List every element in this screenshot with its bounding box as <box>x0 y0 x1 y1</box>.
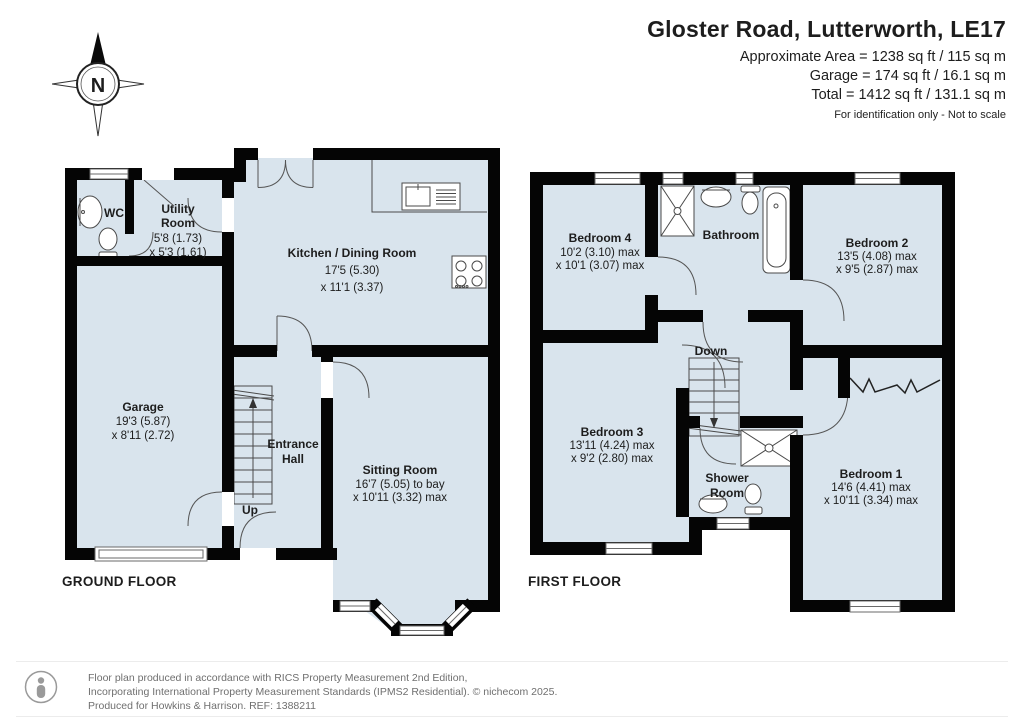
room-label-bedroom3: Bedroom 3 <box>581 425 644 439</box>
kitchen-counter <box>371 160 487 213</box>
ground-floor-windows <box>89 168 470 636</box>
footer-separator <box>16 661 1008 662</box>
room-dim-bedroom2-1: 13'5 (4.08) max <box>837 251 917 263</box>
room-dim-bedroom1-1: 14'6 (4.41) max <box>831 482 911 494</box>
room-dim-kitchen-1: 17'5 (5.30) <box>325 265 380 277</box>
room-dim-garage-1: 19'3 (5.87) <box>116 416 171 428</box>
first-floor-windows <box>594 172 901 613</box>
approximate-area: Approximate Area = 1238 sq ft / 115 sq m <box>739 49 1006 65</box>
footer-line-2: Incorporating International Property Mea… <box>88 686 558 698</box>
bathroom-shower-cubicle-icon <box>660 185 695 237</box>
wc-toilet-icon <box>98 227 118 259</box>
compass-north-label: N <box>91 75 105 97</box>
first-floor-door-arcs <box>657 256 849 465</box>
wc-sink-icon <box>77 195 103 229</box>
stairs-up-arrow-icon <box>249 398 257 408</box>
room-label-bathroom: Bathroom <box>703 228 760 242</box>
ground-floor-title: GROUND FLOOR <box>62 574 177 589</box>
room-label-bedroom4: Bedroom 4 <box>569 231 632 245</box>
room-dim-bedroom4-1: 10'2 (3.10) max <box>560 247 640 259</box>
scale-disclaimer: For identification only - Not to scale <box>834 109 1006 121</box>
bathroom-toilet-icon <box>740 185 761 215</box>
page-title: Gloster Road, Lutterworth, LE17 <box>647 16 1006 42</box>
room-label-bedroom1: Bedroom 1 <box>840 467 903 481</box>
svg-text:Room: Room <box>710 486 744 500</box>
room-dim-bedroom2-2: x 9'5 (2.87) max <box>836 264 918 276</box>
room-label-garage: Garage <box>122 400 164 414</box>
shower-tray-icon <box>740 429 798 467</box>
total-area: Total = 1412 sq ft / 131.1 sq m <box>811 87 1006 103</box>
room-dim-kitchen-2: x 11'1 (3.37) <box>321 282 384 294</box>
first-floor-plan: Bedroom 4 10'2 (3.10) max x 10'1 (3.07) … <box>528 172 955 613</box>
stairs-up-label: Up <box>242 503 258 517</box>
shower-room-sink-icon <box>698 494 728 514</box>
svg-text:Hall: Hall <box>282 452 304 466</box>
wardrobe-rail-icon <box>849 377 941 395</box>
room-dim-garage-2: x 8'11 (2.72) <box>112 430 175 442</box>
room-dim-sitting-2: x 10'11 (3.32) max <box>353 492 447 504</box>
header: Gloster Road, Lutterworth, LE17 Approxim… <box>647 16 1006 122</box>
room-label-entrance-hall: Entrance <box>267 437 319 451</box>
kitchen-sink-icon <box>401 182 461 211</box>
footer-line-1: Floor plan produced in accordance with R… <box>88 672 468 684</box>
room-label-kitchen: Kitchen / Dining Room <box>288 246 417 260</box>
ground-floor-plan: WC Utility Room 5'8 (1.73) x 5'3 (1.61) … <box>62 148 500 636</box>
room-label-wc: WC <box>104 206 124 220</box>
nichecom-logo-icon <box>24 670 58 704</box>
room-label-shower-room: Shower <box>705 471 749 485</box>
garage-area: Garage = 174 sq ft / 16.1 sq m <box>809 68 1006 84</box>
hob-icon <box>451 255 487 289</box>
garage-door <box>94 546 208 562</box>
room-dim-bedroom1-2: x 10'11 (3.34) max <box>824 495 918 507</box>
stairs-down-arrow-icon <box>710 418 718 428</box>
compass-circle <box>76 62 120 106</box>
shower-room-toilet-icon <box>744 483 763 515</box>
first-floor-labels: Bedroom 4 10'2 (3.10) max x 10'1 (3.07) … <box>528 228 918 589</box>
first-floor-title: FIRST FLOOR <box>528 574 621 589</box>
ground-floor-door-arcs <box>128 159 370 549</box>
stairs-down-label: Down <box>695 344 728 358</box>
footer-disclaimer: Floor plan produced in accordance with R… <box>88 671 557 713</box>
room-dim-bedroom4-2: x 10'1 (3.07) max <box>556 260 645 272</box>
room-label-sitting: Sitting Room <box>363 463 438 477</box>
room-dim-bedroom3-2: x 9'2 (2.80) max <box>571 453 653 465</box>
bottom-edge-line <box>16 716 1008 717</box>
compass-rose-icon: N <box>52 32 145 137</box>
room-dim-utility-1: 5'8 (1.73) <box>154 233 202 245</box>
bathtub-icon <box>762 186 791 274</box>
area-summary: Approximate Area = 1238 sq ft / 115 sq m… <box>647 48 1006 105</box>
footer-line-3: Produced for Howkins & Harrison. REF: 13… <box>88 700 316 712</box>
ground-floor-rooms-fill <box>77 158 488 632</box>
room-dim-sitting-1: 16'7 (5.05) to bay <box>355 479 444 491</box>
ground-floor-door-openings <box>142 168 333 560</box>
room-dim-bedroom3-1: 13'11 (4.24) max <box>569 440 654 452</box>
room-label-bedroom2: Bedroom 2 <box>846 236 909 250</box>
bathroom-sink-icon <box>700 186 732 208</box>
ground-floor-labels: WC Utility Room 5'8 (1.73) x 5'3 (1.61) … <box>62 202 447 589</box>
svg-text:Room: Room <box>161 216 195 230</box>
room-dim-utility-2: x 5'3 (1.61) <box>149 247 206 259</box>
room-label-utility: Utility <box>161 202 195 216</box>
